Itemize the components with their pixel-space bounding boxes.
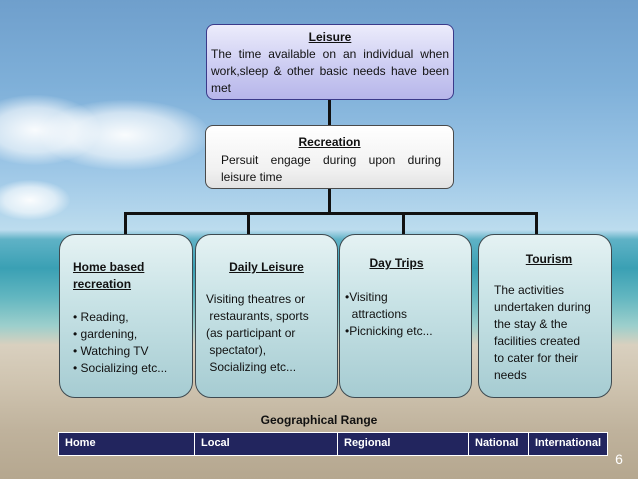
category-title: Tourism: [525, 252, 573, 266]
list-item: • gardening,: [73, 327, 138, 341]
text-line: the stay & the: [494, 317, 568, 331]
range-segment-regional: Regional: [338, 433, 469, 455]
text-line: to cater for their: [494, 351, 579, 365]
connector-leisure-recreation: [328, 100, 331, 125]
range-segment-local: Local: [195, 433, 338, 455]
category-title: Daily Leisure: [229, 260, 304, 274]
category-day-trips: Day Trips •Visiting attractions •Picnick…: [339, 234, 472, 398]
text-line: restaurants, sports: [206, 309, 309, 323]
text-line: Socializing etc...: [206, 360, 297, 374]
range-segment-national: National: [469, 433, 529, 455]
category-tourism: Tourism The activities undertaken during…: [478, 234, 612, 398]
text-line: (as participant or: [206, 326, 296, 340]
text-line: •Visiting: [345, 290, 388, 304]
category-title: Day Trips: [369, 256, 424, 270]
category-title-line: recreation: [73, 277, 132, 291]
text-line: The activities: [494, 283, 565, 297]
recreation-description: Persuit engage during upon during leisur…: [221, 153, 441, 184]
geographical-range-bar: Home Local Regional National Internation…: [58, 432, 608, 456]
branch-drop-3: [402, 212, 405, 234]
recreation-title: Recreation: [298, 135, 361, 149]
branch-drop-2: [247, 212, 250, 234]
connector-recreation-branch: [328, 189, 331, 213]
range-segment-home: Home: [59, 433, 195, 455]
category-daily-leisure: Daily Leisure Visiting theatres or resta…: [195, 234, 338, 398]
list-item: • Reading,: [73, 310, 129, 324]
text-line: undertaken during: [494, 300, 591, 314]
branch-drop-4: [535, 212, 538, 234]
branch-horizontal-line: [124, 212, 538, 215]
range-segment-international: International: [535, 437, 602, 449]
branch-drop-1: [124, 212, 127, 234]
cloud: [40, 100, 210, 170]
leisure-box: Leisure The time available on an individ…: [206, 24, 454, 100]
leisure-description: The time available on an individual when…: [211, 47, 449, 95]
list-item: • Socializing etc...: [73, 361, 168, 375]
page-number: 6: [615, 451, 623, 467]
category-title-line: Home based: [73, 260, 145, 274]
recreation-box: Recreation Persuit engage during upon du…: [205, 125, 454, 189]
text-line: attractions: [345, 307, 408, 321]
geographical-range-title: Geographical Range: [260, 413, 378, 427]
cloud: [0, 180, 70, 220]
text-line: spectator),: [206, 343, 267, 357]
text-line: needs: [494, 368, 527, 382]
text-line: Visiting theatres or: [206, 292, 306, 306]
leisure-title: Leisure: [308, 30, 352, 44]
text-line: facilities created: [494, 334, 581, 348]
category-home-based-recreation: Home based recreation • Reading, • garde…: [59, 234, 193, 398]
text-line: •Picnicking etc...: [345, 324, 433, 338]
list-item: • Watching TV: [73, 344, 149, 358]
